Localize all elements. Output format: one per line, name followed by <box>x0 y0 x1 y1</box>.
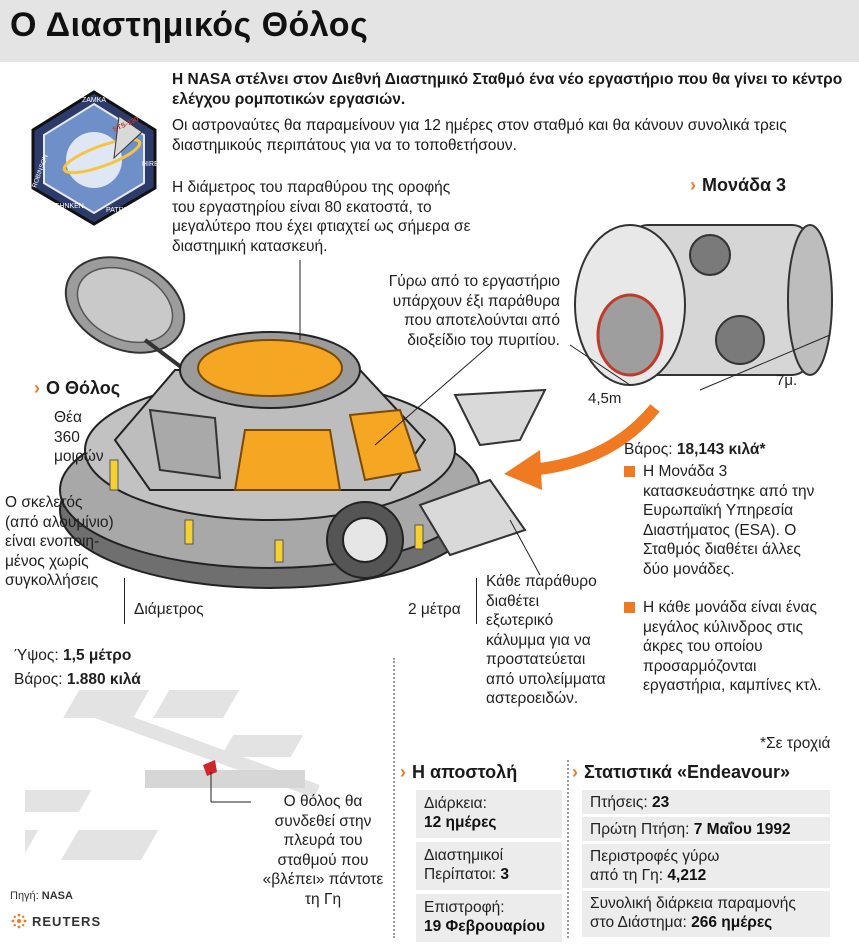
dome-height: Ύψος: 1,5 μέτρο <box>14 647 132 664</box>
window-cover-open-right-top <box>453 388 547 447</box>
mission-heading: ›Η αποστολή <box>400 762 518 782</box>
divider-dotted <box>567 760 569 938</box>
module3-weight: Βάρος: 18,143 κιλά* <box>624 441 766 458</box>
chevron-right-icon: › <box>572 762 578 782</box>
stats-first-flight: Πρώτη Πτήση: 7 Μαΐου 1992 <box>582 817 830 841</box>
module3-illustration: 4,5m 7μ. <box>569 224 833 407</box>
module3-dim-length: 7μ. <box>776 372 797 389</box>
divider-dotted <box>393 658 395 938</box>
roof-window <box>197 339 343 397</box>
patch-name-top: ZAMKA <box>82 97 106 104</box>
intro-body: Οι αστροναύτες θα παραμείνουν για 12 ημέ… <box>172 117 787 154</box>
bullet-square-icon <box>624 466 635 478</box>
callout-station-side: Ο θόλος θα συνδεθεί στην πλευρά του σταθ… <box>262 793 384 908</box>
cupola-location-marker <box>203 760 217 776</box>
mission-patch-icon: ZAMKA VIRTS ROBINSON HIRE BEHNKEN PATRIC… <box>31 90 159 226</box>
dome-view: Θέα 360 μοιρών <box>54 409 104 465</box>
chevron-right-icon: › <box>690 175 696 195</box>
arrow-icon <box>504 404 660 490</box>
callout-six-windows: Γύρω από το εργαστήριο υπάρχουν έξι παρά… <box>388 273 560 349</box>
dome-weight: Βάρος: 1.880 κιλά <box>14 671 141 688</box>
mission-duration: Διάρκεια: 12 ημέρες <box>416 790 562 838</box>
callout-roof-window: Η διάμετρος του παραθύρου της οροφής του… <box>172 179 471 255</box>
diameter-value: 2 μέτρα <box>408 601 461 618</box>
reuters-credit: REUTERS <box>10 912 101 930</box>
stats-orbits: Περιστροφές γύρω από τη Γη: 4,212 <box>582 844 830 888</box>
callout-window-cover: Κάθε παράθυρο διαθέτει εξωτερικό κάλυμμα… <box>486 573 606 707</box>
module3-heading: ›Μονάδα 3 <box>690 175 787 195</box>
stats-total-duration: Συνολική διάρκεια παραμονής στο Διάστημα… <box>582 891 830 937</box>
mission-return: Επιστροφή: 19 Φεβρουαρίου <box>416 894 562 942</box>
stats-heading: ›Στατιστικά «Endeavour» <box>572 762 791 782</box>
side-window-front <box>233 429 342 491</box>
module3-bullet-2: Η κάθε μονάδα είναι ένας μεγάλος κύλινδρ… <box>624 598 854 696</box>
patch-name-tr: VIRTS <box>124 103 145 110</box>
reuters-logo-icon <box>11 913 27 929</box>
patch-name-br: PATRICK <box>106 207 136 214</box>
mission-spacewalks: Διαστημικοί Περίπατοι: 3 <box>416 842 562 890</box>
space-station-illustration <box>25 690 320 860</box>
window-cover-open-left <box>64 256 187 372</box>
module3-dim-width: 4,5m <box>588 390 621 407</box>
cupola-illustration <box>59 256 547 589</box>
callout-skeleton: Ο σκελετός (από αλουμίνιο) είναι ενοποιη… <box>5 494 114 589</box>
page-title: Ο Διαστημικός Θόλος <box>10 6 369 44</box>
side-window-left-covered <box>148 408 222 480</box>
window-cover-open-right-bottom <box>418 478 527 557</box>
intro-lead: Η NASA στέλνει στον Διεθνή Διαστημικό Στ… <box>172 71 843 108</box>
title-bar <box>0 0 859 62</box>
diameter-tick-right <box>476 578 477 624</box>
bullet-square-icon <box>624 602 635 614</box>
patch-name-bl: BEHNKEN <box>50 203 84 210</box>
diameter-label: Διάμετρος <box>134 601 204 618</box>
module3-port <box>596 293 664 377</box>
dome-heading: ›Ο Θόλος <box>34 378 121 398</box>
source: Πηγή: NASA <box>10 890 73 902</box>
chevron-right-icon: › <box>34 378 40 398</box>
module3-footnote: *Σε τροχιά <box>760 735 831 752</box>
patch-name-right: HIRE <box>142 161 159 168</box>
chevron-right-icon: › <box>400 762 406 782</box>
module3-bullet-1: Η Μονάδα 3 κατασκευάστηκε από την Ευρωπα… <box>624 462 854 579</box>
stats-flights: Πτήσεις: 23 <box>582 790 830 814</box>
diameter-tick-left <box>124 578 125 624</box>
side-window-right <box>348 408 422 482</box>
